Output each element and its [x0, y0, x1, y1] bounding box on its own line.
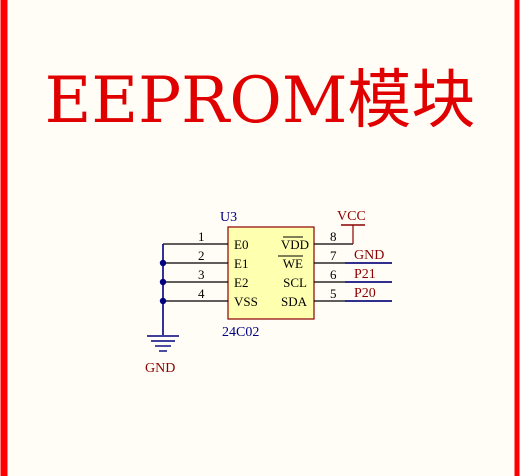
net-label-p21: P21: [354, 267, 376, 282]
pin-name-e0: E0: [234, 237, 248, 252]
pin-name-e1: E1: [234, 256, 248, 271]
chip-body: [227, 226, 315, 320]
pin-name-sda: SDA: [281, 294, 308, 309]
net-label-gnd-right: GND: [354, 248, 384, 263]
pin-number-1: 1: [198, 229, 205, 244]
pin-number-8: 8: [330, 229, 337, 244]
pin-number-4: 4: [198, 286, 205, 301]
pin-name-scl: SCL: [283, 275, 307, 290]
pin-number-2: 2: [198, 248, 205, 263]
junction-dot-icon: [159, 259, 167, 267]
net-label-p20: P20: [354, 286, 376, 301]
net-label-gnd-bottom: GND: [145, 361, 175, 376]
junction-dot-icon: [159, 297, 167, 305]
pin-name-vdd: VDD: [281, 237, 309, 252]
component-part-number: 24C02: [222, 325, 259, 340]
pin-name-we: WE: [283, 256, 303, 271]
pin-name-e2: E2: [234, 275, 248, 290]
pin-number-6: 6: [330, 267, 337, 282]
pin-name-vss: VSS: [234, 294, 258, 309]
net-label-vcc: VCC: [337, 209, 366, 224]
pin-number-7: 7: [330, 248, 337, 263]
junction-dot-icon: [159, 278, 167, 286]
pin-number-5: 5: [330, 286, 337, 301]
ground-symbol-icon: [147, 335, 179, 352]
page-title: EEPROM模块: [45, 64, 476, 138]
pin-number-3: 3: [198, 267, 205, 282]
component-designator: U3: [220, 210, 237, 225]
